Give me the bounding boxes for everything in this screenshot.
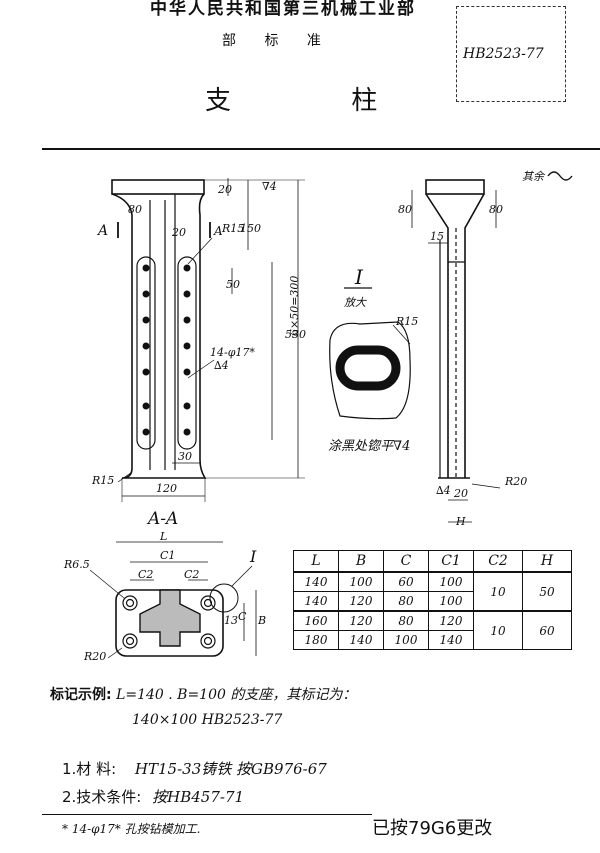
dim-530: 530 [285, 328, 306, 341]
cell: 140 [293, 571, 339, 592]
dimension-table: L B C C1 C2 H 140 100 60 100 10 50 140 1… [293, 550, 572, 650]
section-view: A-A L C1 C2 C2 R6.5 C 13 B R20 I [63, 509, 266, 663]
sec-dim-l: L [159, 530, 167, 543]
detail-label: I [354, 265, 364, 289]
footnote-rule [42, 814, 372, 815]
header-rule [42, 148, 600, 150]
table-row: 180 140 100 140 [293, 630, 572, 650]
footnote: * 14-φ17* 孔按钻模加工. [62, 822, 201, 836]
section-marker-a-right: A [213, 224, 223, 238]
cell: 100 [383, 630, 429, 650]
note-material: 1.材 料: HT15-33铸铁 按GB976-67 [62, 758, 327, 779]
cell: 80 [383, 591, 429, 612]
side-dim-80-right: 80 [489, 203, 503, 216]
dim-r15-bottom: R15 [91, 474, 114, 487]
sec-dim-r6-5: R6.5 [63, 558, 90, 571]
dim-50: 50 [226, 278, 240, 291]
side-dim-20: 20 [453, 487, 468, 500]
col-header-c2: C2 [473, 550, 523, 573]
side-dim-finish: ∆4 [436, 484, 451, 497]
note-tech-label: 2.技术条件: [62, 788, 142, 806]
cell: 100 [428, 571, 474, 592]
col-header-b: B [338, 550, 384, 573]
sec-dim-c1: C1 [160, 549, 175, 562]
col-header-h: H [522, 550, 572, 573]
table-row: 140 100 60 100 10 50 [293, 571, 572, 612]
side-dim-15: 15 [430, 230, 444, 243]
sec-dim-r20: R20 [83, 650, 106, 663]
marking-text: L=140 . B=100 的支座，其标记为： [116, 687, 357, 703]
detail-view: I 放大 R15 涂黑处锪平∇4 [328, 265, 418, 454]
dim-surface-4: ∇4 [262, 180, 277, 193]
section-detail-marker: I [249, 547, 257, 566]
dim-20-web: 20 [171, 226, 186, 239]
cell: 60 [383, 571, 429, 592]
side-view: 其余 80 80 15 ∆4 20 R20 H [398, 170, 573, 528]
marking-label: 标记示例: [50, 687, 112, 703]
note-material-text: HT15-33铸铁 按GB976-67 [134, 760, 327, 778]
cell: 100 [338, 571, 384, 592]
sec-dim-c2-right: C2 [184, 568, 199, 581]
front-view: 20 ∇4 80 R15 20 150 50 530 6×50=300 14-φ… [91, 178, 306, 502]
cell: 160 [293, 610, 339, 631]
dim-30: 30 [178, 450, 192, 463]
side-dim-80-left: 80 [398, 203, 412, 216]
sec-dim-b: B [257, 614, 266, 627]
dim-holes-finish: ∆4 [214, 359, 229, 372]
table-row: 160 120 80 120 10 60 [293, 610, 572, 650]
dim-holes: 14-φ17* [210, 346, 255, 359]
marking-example: 标记示例: L=140 . B=100 的支座，其标记为： [50, 684, 356, 704]
marking-designation: 140×100 HB2523-77 [132, 712, 283, 728]
dim-150: 150 [240, 222, 261, 235]
cell-c2: 10 [473, 610, 523, 650]
col-header-c1: C1 [428, 550, 474, 573]
cell: 140 [293, 591, 339, 612]
side-dim-h: H [455, 515, 466, 528]
section-marker-a: A [96, 223, 108, 239]
standard-code: HB2523-77 [463, 46, 544, 62]
cell: 120 [428, 610, 474, 631]
ministry-title: 中华人民共和国第三机械工业部 [150, 0, 416, 19]
cell: 140 [338, 630, 384, 650]
sec-dim-c2-left: C2 [138, 568, 153, 581]
dim-80: 80 [128, 203, 142, 216]
sec-dim-c: C [238, 610, 247, 623]
cell: 80 [383, 610, 429, 631]
sec-dim-13: 13 [224, 614, 238, 627]
dim-flange-20: 20 [217, 183, 232, 196]
standard-code-box [456, 6, 566, 102]
detail-radius: R15 [395, 315, 418, 328]
side-dim-r20: R20 [504, 475, 527, 488]
cell: 120 [338, 591, 384, 612]
cell: 120 [338, 610, 384, 631]
dim-r15-top: R15 [221, 222, 244, 235]
cell: 140 [428, 630, 474, 650]
cell: 180 [293, 630, 339, 650]
detail-note: 涂黑处锪平∇4 [328, 438, 410, 454]
note-tech: 2.技术条件: 按HB457-71 [62, 786, 244, 807]
revision-stamp: 已按79G6更改 [372, 818, 493, 839]
standard-subtitle: 部 标 准 [222, 33, 333, 49]
cell-h: 50 [522, 571, 572, 612]
cell-c2: 10 [473, 571, 523, 612]
surface-rest-marker: 其余 [522, 170, 546, 183]
part-title: 支 柱 [205, 86, 434, 116]
dim-120: 120 [156, 482, 177, 495]
col-header-c: C [383, 550, 429, 573]
cell-h: 60 [522, 610, 572, 650]
note-material-label: 1.材 料: [62, 760, 117, 778]
dim-hole-pitch: 6×50=300 [288, 276, 301, 336]
note-tech-text: 按HB457-71 [152, 788, 245, 806]
section-label: A-A [146, 509, 178, 529]
detail-caption: 放大 [344, 296, 367, 309]
cell: 100 [428, 591, 474, 612]
col-header-l: L [293, 550, 339, 573]
